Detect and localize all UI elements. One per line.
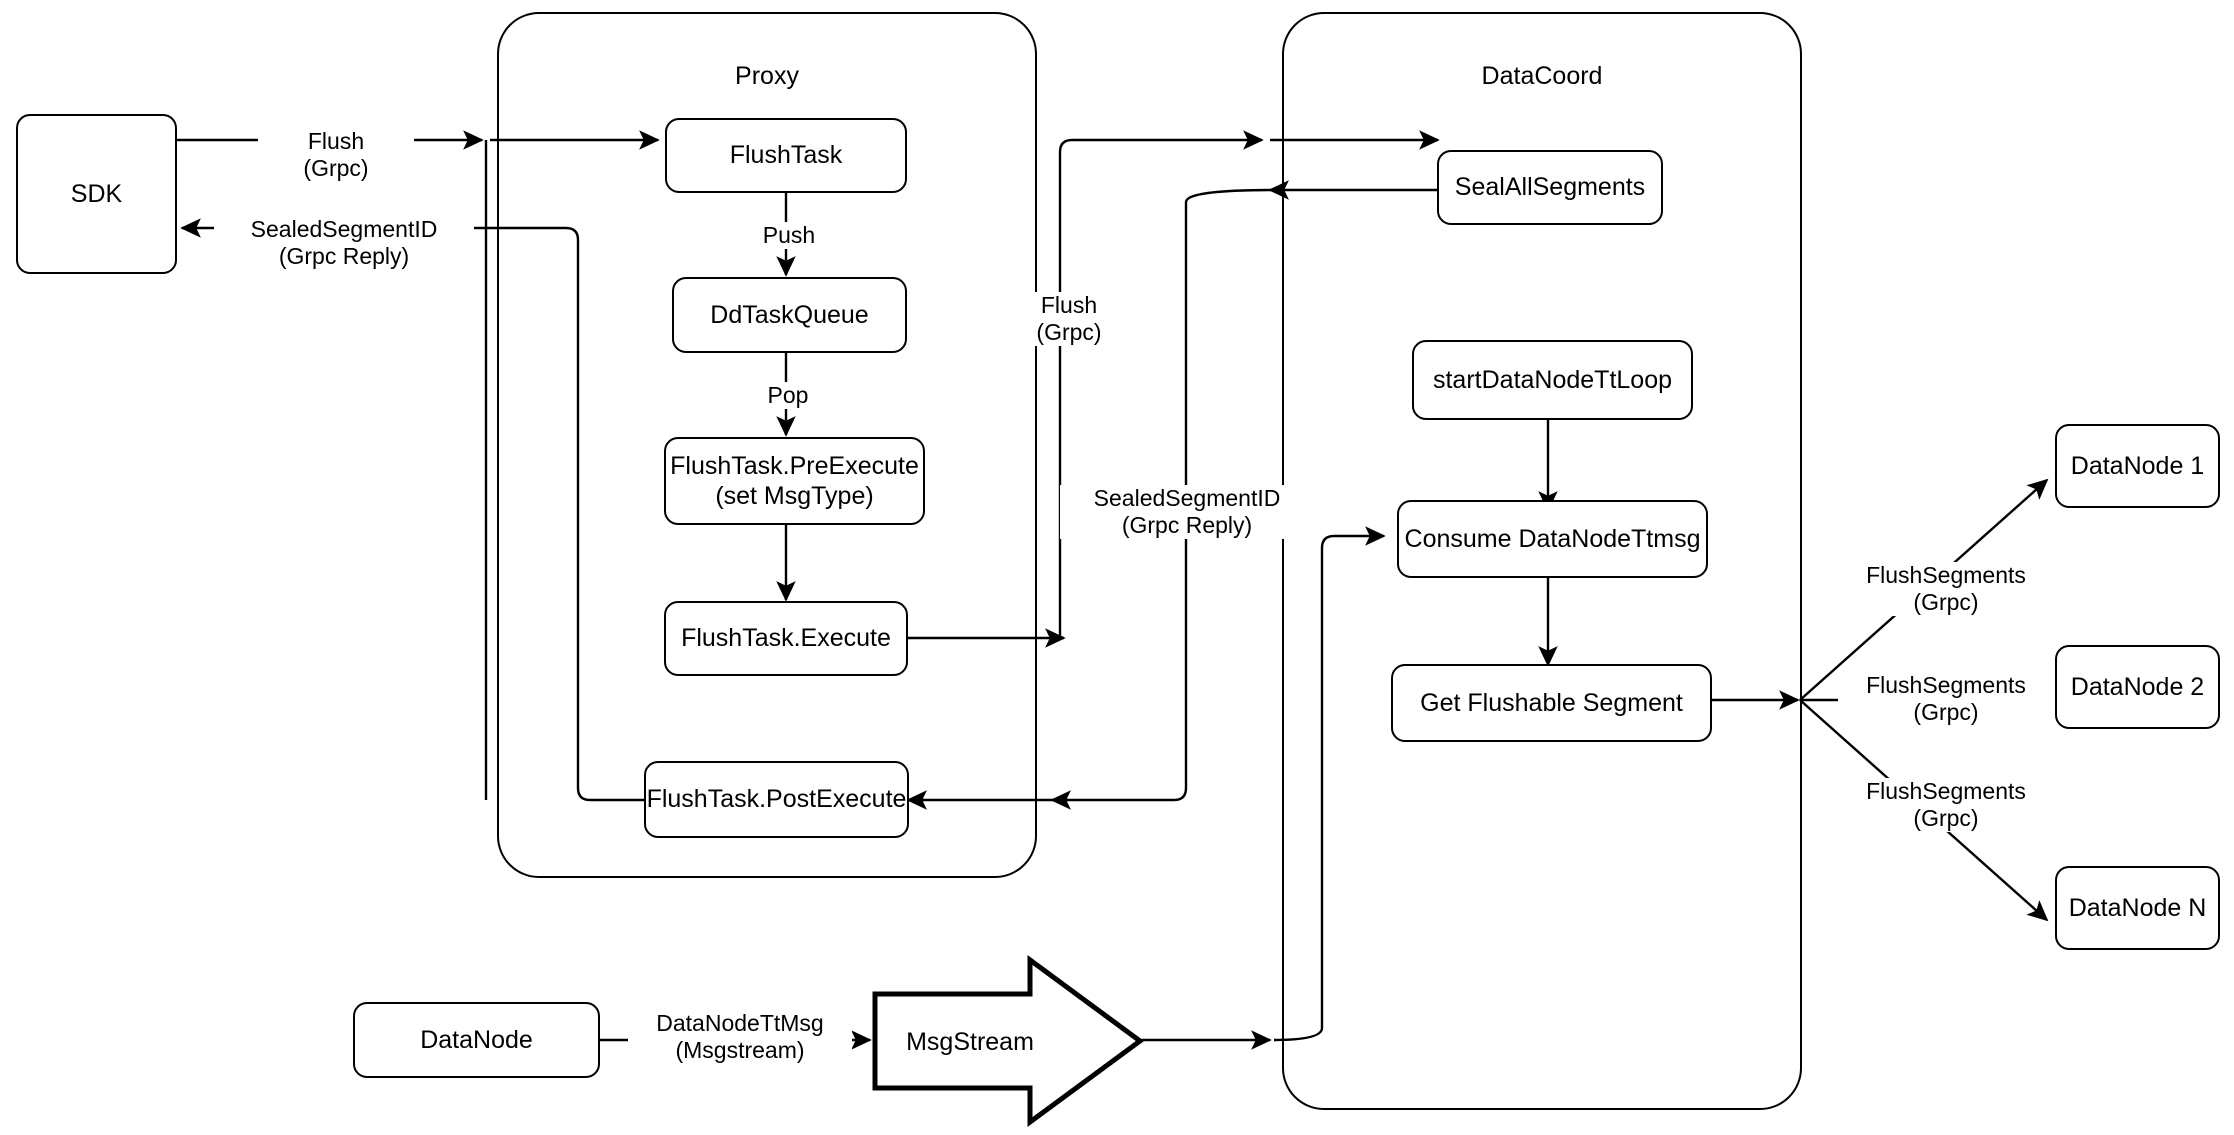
edge-label-flush-segments-1: FlushSegments (Grpc) — [1838, 562, 2054, 617]
edge-label-sdk-to-proxy: Flush (Grpc) — [258, 128, 414, 183]
node-start-datanode-tt-loop[interactable]: startDataNodeTtLoop — [1412, 340, 1693, 420]
node-seal-all-segments[interactable]: SealAllSegments — [1437, 150, 1663, 225]
edge-label-flush-segments-n: FlushSegments (Grpc) — [1838, 778, 2054, 833]
edge-label-datacoord-to-proxy: SealedSegmentID (Grpc Reply) — [1060, 485, 1314, 540]
edge-label-flush-segments-2: FlushSegments (Grpc) — [1838, 672, 2054, 727]
node-get-flushable-segment[interactable]: Get Flushable Segment — [1391, 664, 1712, 742]
datacoord-container-title: DataCoord — [1481, 62, 1603, 90]
node-flush-task-execute[interactable]: FlushTask.Execute — [664, 601, 908, 676]
node-dd-task-queue[interactable]: DdTaskQueue — [672, 277, 907, 353]
node-flush-task[interactable]: FlushTask — [665, 118, 907, 193]
node-sdk[interactable]: SDK — [16, 114, 177, 274]
msgstream-arrow-shape[interactable] — [870, 955, 1145, 1127]
node-datanode-n[interactable]: DataNode N — [2055, 866, 2220, 950]
node-consume-datanode-ttmsg[interactable]: Consume DataNodeTtmsg — [1397, 500, 1708, 578]
node-flush-task-preexecute[interactable]: FlushTask.PreExecute (set MsgType) — [664, 437, 925, 525]
proxy-container-title: Proxy — [735, 62, 799, 90]
edge-label-proxy-to-sdk: SealedSegmentID (Grpc Reply) — [214, 216, 474, 271]
msgstream-label: MsgStream — [906, 1028, 1034, 1056]
edge-label-pop: Pop — [740, 382, 836, 410]
edge-label-proxy-to-datacoord: Flush (Grpc) — [1008, 292, 1130, 347]
node-datanode-source[interactable]: DataNode — [353, 1002, 600, 1078]
node-datanode-1[interactable]: DataNode 1 — [2055, 424, 2220, 508]
node-flush-task-postexecute[interactable]: FlushTask.PostExecute — [644, 761, 909, 838]
node-datanode-2[interactable]: DataNode 2 — [2055, 645, 2220, 729]
edge-label-datanode-ttmsg: DataNodeTtMsg (Msgstream) — [628, 1010, 852, 1065]
edge-label-push: Push — [736, 222, 842, 250]
